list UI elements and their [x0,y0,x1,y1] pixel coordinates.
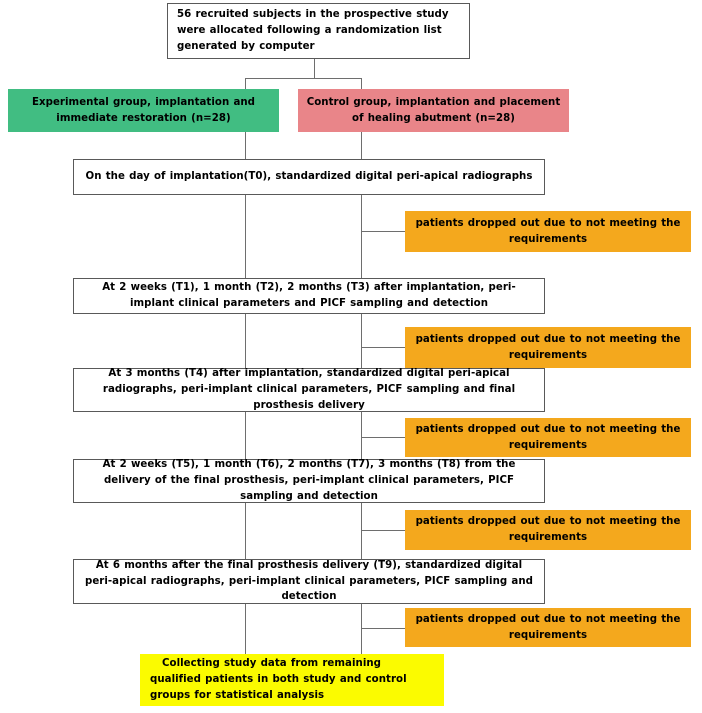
dropout-box-3: patients dropped out due to not meeting … [405,418,691,457]
connector-control-to-t0 [360,132,362,159]
control-group-text: Control group, implantation and placemen… [306,96,561,124]
conclusion-box: Collecting study data from remaining qua… [140,654,444,706]
connector-t1-to-t4-right [360,314,362,368]
connector-enrollment-stem [313,58,315,79]
dropout-text-2: patients dropped out due to not meeting … [415,333,681,361]
connector-t5-to-t9-left [245,503,247,559]
connector-allocation-split-bar [245,78,362,80]
connector-t1-to-t4-left [245,314,247,368]
enrollment-text: 56 recruited subjects in the prospective… [177,9,449,52]
timepoint-t0-box: On the day of implantation(T0), standard… [73,159,545,195]
control-group-box: Control group, implantation and placemen… [298,89,569,132]
dropout-box-1: patients dropped out due to not meeting … [405,211,691,252]
connector-dropout-branch-2 [360,347,406,349]
connector-t9-to-conclusion-left [245,604,247,654]
experimental-group-box: Experimental group, implantation and imm… [8,89,279,132]
connector-dropout-branch-4 [360,530,406,532]
dropout-box-4: patients dropped out due to not meeting … [405,510,691,550]
connector-t4-to-t5-left [245,412,247,459]
conclusion-text: Collecting study data from remaining qua… [150,658,407,701]
dropout-box-5: patients dropped out due to not meeting … [405,608,691,647]
experimental-group-text: Experimental group, implantation and imm… [31,96,256,124]
timepoint-t9-box: At 6 months after the final prosthesis d… [73,559,545,604]
dropout-text-5: patients dropped out due to not meeting … [415,613,681,641]
timepoint-t4-text: At 3 months (T4) after implantation, sta… [102,368,516,411]
timepoint-t5-t8-text: At 2 weeks (T5), 1 month (T6), 2 months … [102,459,516,502]
connector-experimental-to-t0 [245,132,247,159]
dropout-text-1: patients dropped out due to not meeting … [415,217,681,245]
timepoint-t1-t3-text: At 2 weeks (T1), 1 month (T2), 2 months … [102,282,516,309]
connector-t0-to-t1-left [245,195,247,278]
enrollment-box: 56 recruited subjects in the prospective… [167,3,470,59]
dropout-text-4: patients dropped out due to not meeting … [415,516,681,543]
connector-to-experimental-group [245,78,247,90]
dropout-text-3: patients dropped out due to not meeting … [415,423,681,451]
timepoint-t9-text: At 6 months after the final prosthesis d… [84,559,533,603]
dropout-box-2: patients dropped out due to not meeting … [405,327,691,368]
timepoint-t4-box: At 3 months (T4) after implantation, sta… [73,368,545,412]
connector-dropout-branch-1 [360,231,406,233]
connector-t4-to-t5-right [360,412,362,459]
timepoint-t5-t8-box: At 2 weeks (T5), 1 month (T6), 2 months … [73,459,545,503]
connector-dropout-branch-5 [360,628,406,630]
timepoint-t1-t3-box: At 2 weeks (T1), 1 month (T2), 2 months … [73,278,545,314]
connector-to-control-group [360,78,362,90]
connector-dropout-branch-3 [360,437,406,439]
connector-t0-to-t1-right [360,195,362,278]
timepoint-t0-text: On the day of implantation(T0), standard… [85,171,533,183]
